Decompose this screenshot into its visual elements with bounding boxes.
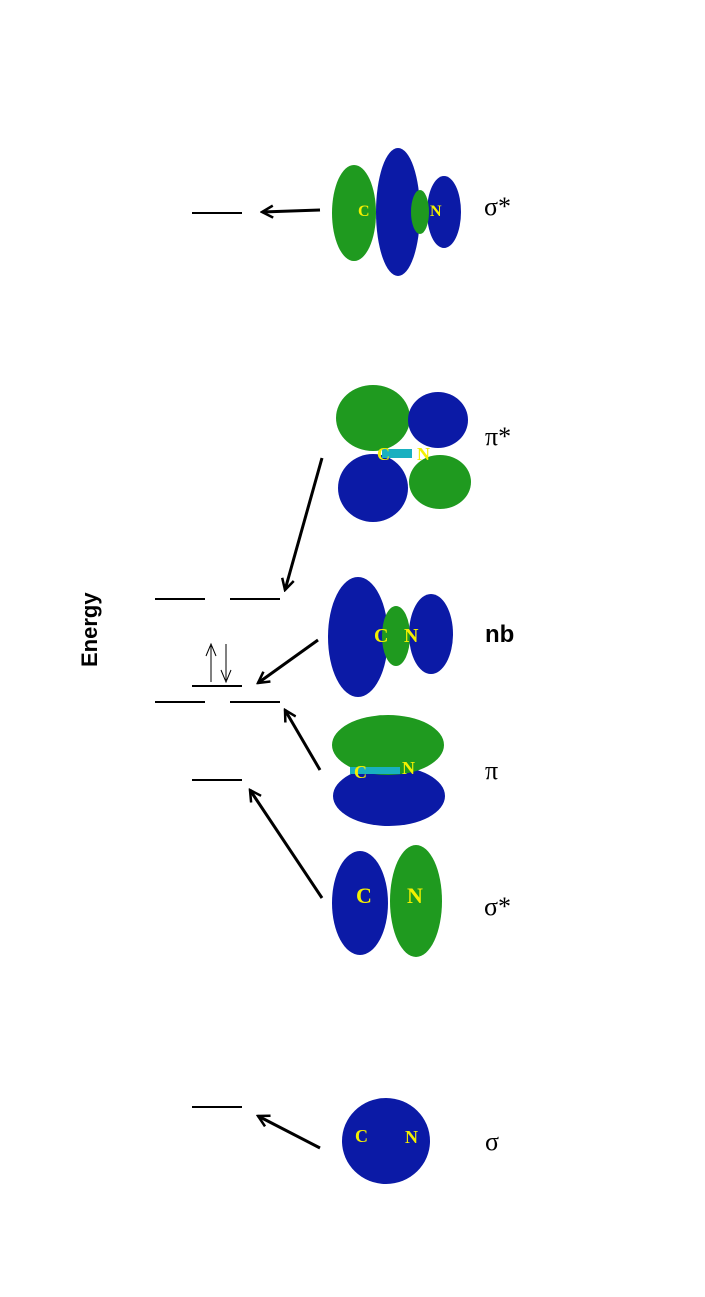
orbital-label-sigma: σ [485,1127,500,1156]
connector-arrows [250,210,324,1150]
orbital-label-pi-star: π* [485,422,512,451]
orbital-sigma: C N [342,1098,430,1184]
atom-label-n: N [430,203,442,220]
atom-label-c: C [377,444,390,464]
orbital-pi: C N [332,715,445,826]
orbital-label-sigma-star-low: σ* [484,892,512,921]
arrow-sigma-star-top [262,210,321,212]
arrow-pi-star [285,457,324,590]
arrow-nb [258,638,319,683]
atom-label-n: N [417,444,430,464]
orbital-label-nb: nb [485,621,515,648]
spin-down-arrow [220,644,232,684]
atom-label-c: C [356,883,372,908]
atom-label-n: N [404,625,419,647]
atom-label-n: N [405,1127,418,1147]
orbital-label-sigma-star-top: σ* [484,192,512,221]
orbital-pi-star: C N [336,385,471,522]
orbital-nb: C N [328,577,453,697]
atom-label-c: C [354,762,367,782]
energy-levels [155,212,280,1108]
orbital-sigma-star-low: C N [332,845,442,957]
atom-label-c: C [374,625,388,647]
atom-label-c: C [355,1126,368,1146]
spin-up-arrow [205,642,217,682]
energy-axis-label: Energy [77,592,102,667]
atom-label-c: C [358,203,370,220]
atom-label-n: N [407,883,423,908]
orbital-sigma-star-top: C N [332,148,461,276]
arrow-sigma [258,1116,321,1150]
arrow-sigma-star-low [250,790,324,899]
electron-pair [205,642,232,684]
arrow-pi [285,710,322,771]
atom-label-n: N [402,758,415,778]
orbital-label-pi: π [485,756,499,785]
